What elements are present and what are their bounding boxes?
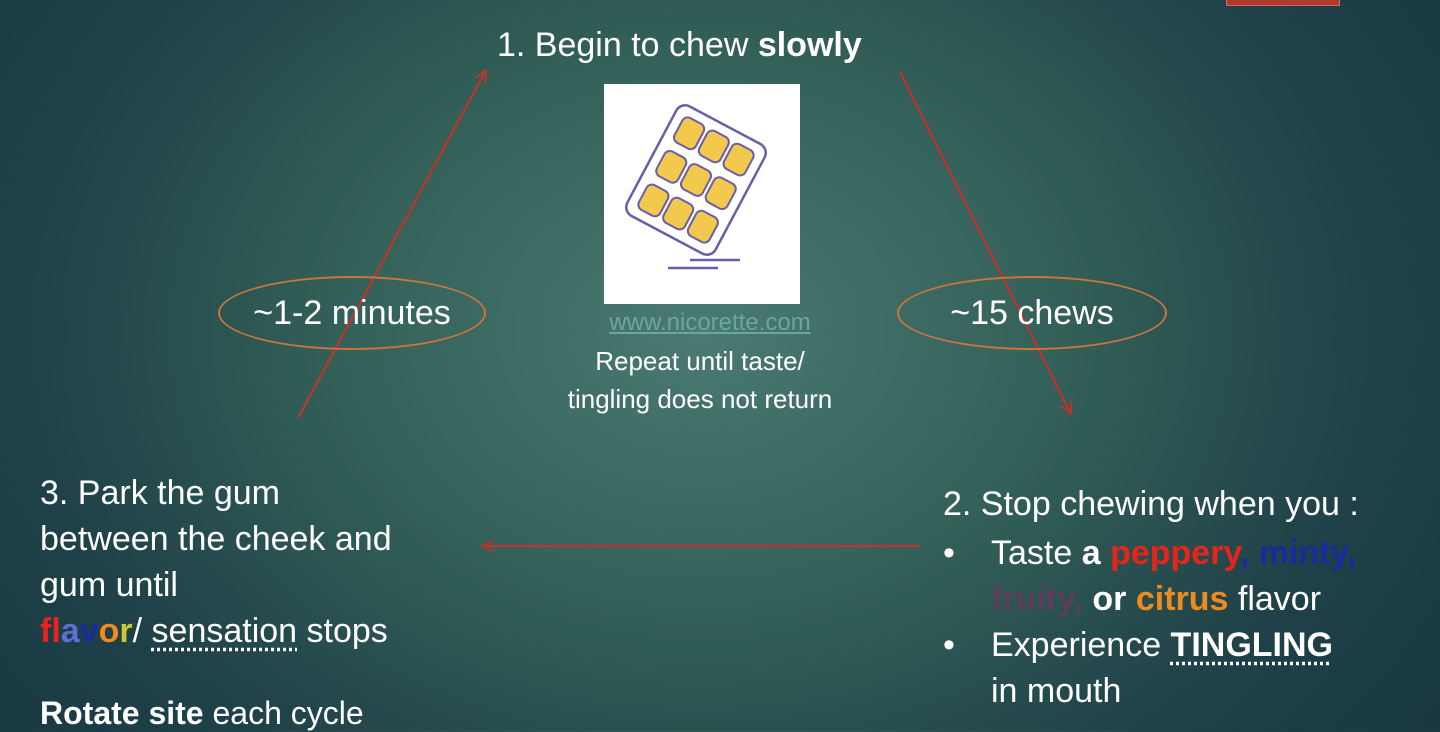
gum-image: [604, 84, 800, 304]
flavor-letter-4: r: [119, 612, 132, 650]
step3-line-1: 3. Park the gum: [40, 470, 480, 516]
step3-line-4: flavor/ sensation stops: [40, 608, 480, 654]
step2-heading: 2. Stop chewing when you :: [943, 485, 1359, 524]
step1-emphasis: slowly: [758, 26, 862, 64]
step3-line-3: gum until: [40, 562, 480, 608]
rotate-emphasis: Rotate site: [40, 695, 204, 731]
gum-blister-pack-icon: [604, 84, 800, 304]
citrus-word: citrus: [1136, 580, 1229, 618]
step3-text: 3. Park the gum between the cheek and gu…: [40, 470, 480, 654]
flavor-word: flavor: [40, 612, 133, 650]
repeat-note-line-2: tingling does not return: [530, 380, 870, 418]
flavor-letter-2: v: [80, 612, 99, 650]
chew-count-oval: ~15 chews: [897, 276, 1167, 350]
flavor-letter-0: fl: [40, 612, 61, 650]
nicorette-link[interactable]: www.nicorette.com: [560, 309, 860, 337]
step1-heading: 1. Begin to chew slowly: [497, 26, 862, 65]
tingling-word: TINGLING: [1171, 626, 1333, 664]
fruity-word: fruity,: [991, 580, 1083, 618]
step2-bullets: • Taste a peppery, minty, fruity, or cit…: [943, 530, 1356, 714]
step3-line-2: between the cheek and: [40, 516, 480, 562]
bullet-tingling: • Experience TINGLING in mouth: [943, 622, 1356, 714]
sensation-word: sensation: [152, 612, 298, 650]
flavor-letter-1: a: [61, 612, 80, 650]
rotate-note: Rotate site each cycle: [40, 695, 364, 732]
peppery-word: peppery: [1110, 534, 1240, 572]
duration-oval: ~1-2 minutes: [218, 276, 486, 350]
bullet-taste: • Taste a peppery, minty, fruity, or cit…: [943, 530, 1356, 622]
arrow-step3-to-step1: [298, 72, 485, 418]
flavor-letter-3: o: [99, 612, 120, 650]
minty-word: minty: [1259, 534, 1347, 572]
repeat-note: Repeat until taste/ tingling does not re…: [530, 342, 870, 418]
arrow-step1-to-step2: [900, 72, 1070, 412]
repeat-note-line-1: Repeat until taste/: [530, 342, 870, 380]
